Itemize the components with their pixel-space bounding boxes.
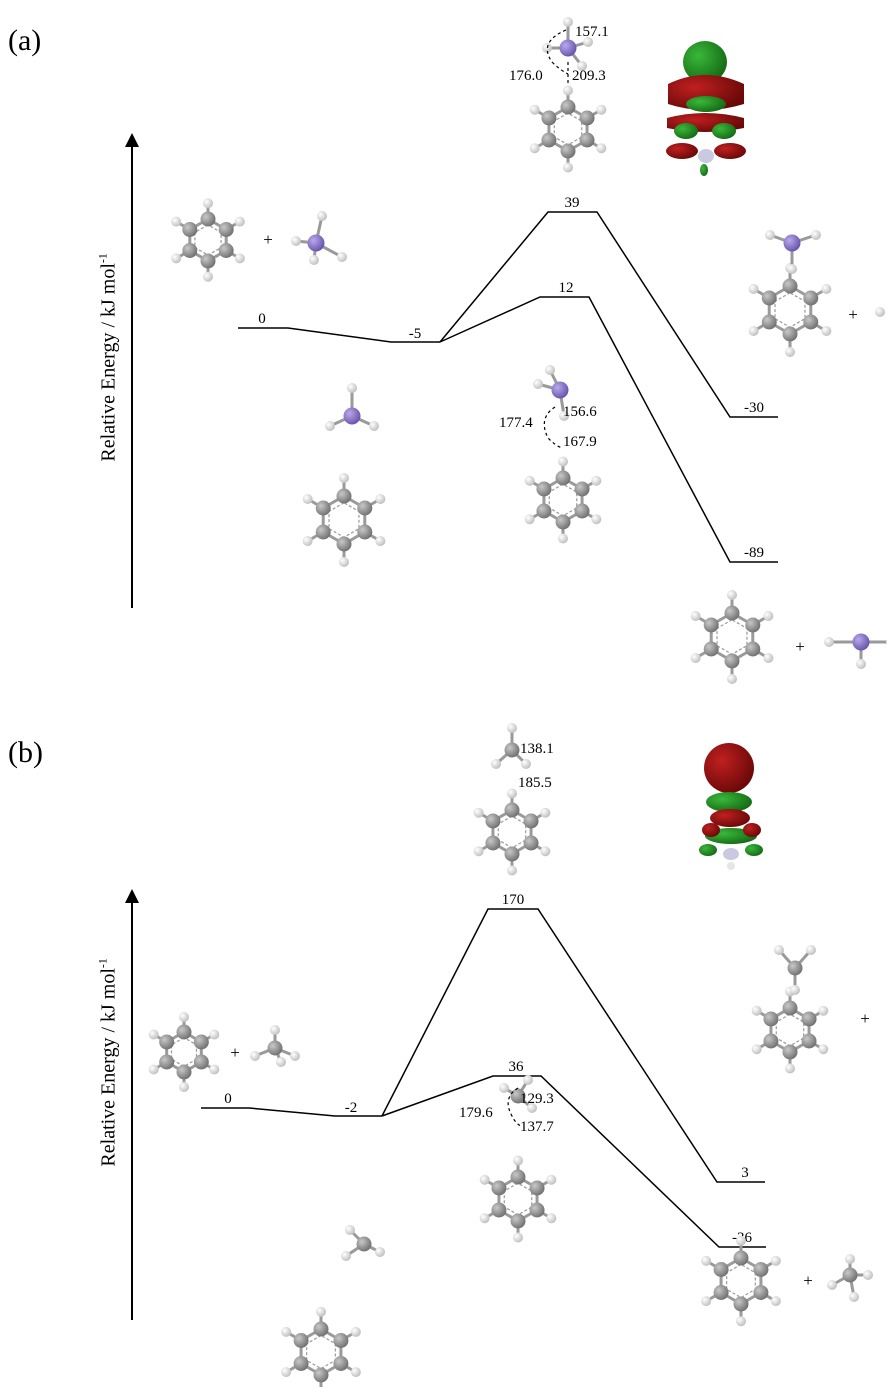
panel-b-product-upper-methyl (774, 945, 816, 995)
panel-b-ts-upper-bond-length-1: 138.1 (520, 741, 554, 757)
panel-a-product-lower-benzene (690, 590, 774, 684)
panel-b-product-lower-benzene (701, 1235, 781, 1327)
panel-a-plus-product-lower: + (795, 637, 805, 656)
panel-b-reactant-benzene (148, 1012, 220, 1092)
panel-b-label: (b) (8, 736, 43, 769)
panel-b-ts-upper-benzene (473, 788, 551, 876)
panel-b-ts-upper-bond-length-2: 185.5 (518, 775, 552, 791)
panel-b-ts-lower-bond-length-1: 129.3 (520, 1091, 554, 1107)
panel-a-ts-lower-bond-length-2: 167.9 (563, 434, 597, 450)
panel-a-complex-group (325, 383, 379, 431)
panel-b-plus-reactants: + (230, 1043, 240, 1062)
panel-a-ts-lower-angle: 177.4 (499, 415, 533, 431)
panel-a-level-product-upper: -30 (744, 400, 764, 416)
panel-b-level-ts-lower: 36 (509, 1059, 525, 1075)
panel-a-ts-upper-bond-length-1: 157.1 (575, 24, 609, 40)
panel-a-reactant-benzene (171, 198, 245, 282)
panel-b-product-upper-benzene (751, 986, 829, 1074)
panel-b-orbital-isosurface (699, 743, 763, 870)
panel-a-product-upper-h-atom (875, 307, 885, 317)
panel-b-complex-methyl (341, 1225, 385, 1261)
panel-a-ts-lower-group (533, 365, 569, 421)
panel-a-reactant-group (291, 211, 347, 265)
panel-a-ts-lower-arc (543, 406, 563, 449)
panel-b-reactant-methyl (250, 1025, 300, 1067)
panel-a-ts-upper-benzene (529, 85, 607, 173)
panel-b-plus-product-lower: + (803, 1271, 813, 1290)
panel-a-ts-lower-benzene (524, 456, 602, 544)
panel-a-ts-upper-angle: 176.0 (509, 68, 543, 84)
panel-a-product-lower-group (824, 633, 887, 669)
panel-a-level-reactant: 0 (258, 311, 266, 327)
panel-b-product-lower-methyl (827, 1254, 873, 1302)
panel-a-lower-path (439, 296, 778, 563)
panel-b-upper-path (381, 908, 765, 1183)
panel-a-entrance-path (238, 327, 440, 343)
panel-a-level-product-lower: -89 (744, 545, 764, 561)
panel-b-ts-lower-angle: 179.6 (459, 1105, 493, 1121)
panel-b-ts-lower-arc (507, 1087, 522, 1127)
panel-b-level-product-upper: 3 (741, 1165, 749, 1181)
panel-b-ts-lower-benzene (479, 1155, 557, 1243)
panel-a-product-upper-benzene (748, 263, 832, 357)
panel-a-upper-path (439, 211, 778, 418)
panel-b-profile (201, 908, 766, 1248)
panel-a-orbital-isosurface (666, 41, 746, 176)
panel-a-ts-upper-group (542, 17, 593, 71)
panel-b-entrance-path (201, 1107, 382, 1117)
panel-b-ts-upper-methyl (491, 723, 531, 769)
panel-a-ts-lower-bond-length-1: 156.6 (563, 404, 597, 420)
panel-a-level-ts-upper: 39 (565, 195, 580, 211)
panel-a-profile (238, 211, 778, 563)
panel-b-ts-lower-methyl (499, 1075, 537, 1113)
panel-b-lower-path (381, 1075, 766, 1248)
panel-a-complex-benzene (302, 473, 386, 567)
panel-b-level-ts-upper: 170 (502, 892, 525, 908)
panel-a-label: (a) (8, 24, 42, 57)
panel-b-level-complex: -2 (345, 1100, 358, 1116)
panel-b-complex-benzene (281, 1306, 361, 1387)
panel-a-ts-upper-arc (546, 29, 569, 75)
panel-a-ts-upper-bond-length-2: 209.3 (572, 68, 606, 84)
panel-a-plus-product-upper: + (848, 305, 858, 324)
panel-a-level-ts-lower: 12 (559, 280, 574, 296)
panel-b-level-reactant: 0 (224, 1091, 232, 1107)
panel-a-plus-reactants: + (263, 230, 273, 249)
panel-a-level-complex: -5 (409, 326, 422, 342)
panel-b-ts-lower-bond-length-2: 137.7 (520, 1119, 554, 1135)
panel-a-product-upper-group (765, 230, 821, 274)
panel-b-plus-product-upper: + (860, 1009, 870, 1028)
